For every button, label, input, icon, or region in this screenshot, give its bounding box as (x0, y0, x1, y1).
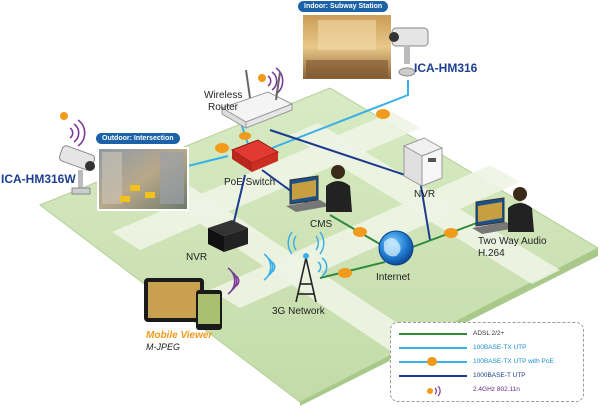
link-indoor-cam (271, 80, 409, 149)
outdoor-camera-icon (58, 145, 96, 195)
nvr-left-icon (208, 220, 248, 252)
legend-row-100base: 100BASE-TX UTP (391, 342, 581, 354)
router-label-line1: Wireless (204, 90, 243, 101)
indoor-tag: Indoor: Subway Station (298, 1, 389, 12)
legend-text-100base-poe: 100BASE-TX UTP with PoE (473, 358, 554, 365)
outdoor-scene-photo (97, 147, 189, 211)
nvr-left-label: NVR (186, 252, 208, 263)
legend-row-wifi: 2.4GHz 802.11n (391, 384, 581, 397)
wifi-wave-icons (69, 67, 328, 295)
poe-badge-icon (427, 357, 437, 366)
two-way-audio-label: Two Way Audio (478, 236, 547, 247)
outdoor-tag: Outdoor: Intersection (96, 133, 180, 144)
legend-box: ADSL 2/2+ 100BASE-TX UTP 100BASE-TX UTP … (390, 322, 584, 402)
poe-badges (215, 109, 458, 278)
legend-text-adsl: ADSL 2/2+ (473, 330, 505, 337)
indoor-scene-photo (301, 13, 393, 81)
poe-switch-icon (230, 139, 280, 172)
legend-line-100base (399, 347, 467, 349)
legend-row-100base-poe: 100BASE-TX UTP with PoE (391, 356, 581, 368)
wifi-legend-icon (423, 384, 447, 397)
indoor-camera-title: ICA-HM316 (414, 61, 478, 75)
h264-label: H.264 (478, 248, 505, 259)
internet-label: Internet (376, 272, 410, 283)
wifi-badge-icon (60, 112, 68, 120)
mobile-devices-icon (144, 278, 222, 330)
wifi-badge-icon (258, 74, 266, 82)
legend-text-wifi: 2.4GHz 802.11n (473, 386, 520, 393)
tower-signal-icon (287, 231, 325, 255)
link-internet-3g (319, 261, 386, 279)
outdoor-camera-title: ICA-HM316W (1, 172, 76, 186)
cms-workstation-icon (286, 165, 352, 212)
cms-label: CMS (310, 219, 333, 230)
legend-line-adsl (399, 333, 467, 335)
legend-line-1000base (399, 375, 467, 377)
legend-text-100base: 100BASE-TX UTP (473, 344, 527, 351)
link-switch-nvr-left (231, 174, 246, 231)
wireless-router-icon (220, 69, 294, 129)
router-label-line2: Router (208, 102, 239, 113)
network-3g-label: 3G Network (272, 306, 325, 317)
indoor-camera-icon (389, 27, 429, 77)
legend-text-1000base: 1000BASE-T UTP (473, 372, 526, 379)
internet-globe-icon (378, 230, 414, 266)
mobile-viewer-label: Mobile Viewer (146, 330, 213, 341)
legend-row-1000base: 1000BASE-T UTP (391, 370, 581, 382)
mobile-codec-label: M-JPEG (146, 342, 181, 352)
cell-tower-icon (295, 253, 317, 303)
nvr-top-label: NVR (414, 189, 436, 200)
legend-row-adsl: ADSL 2/2+ (391, 328, 581, 340)
audio-workstation-icon (472, 187, 534, 234)
nvr-top-icon (402, 137, 444, 187)
poe-switch-label: PoE Switch (224, 177, 276, 188)
